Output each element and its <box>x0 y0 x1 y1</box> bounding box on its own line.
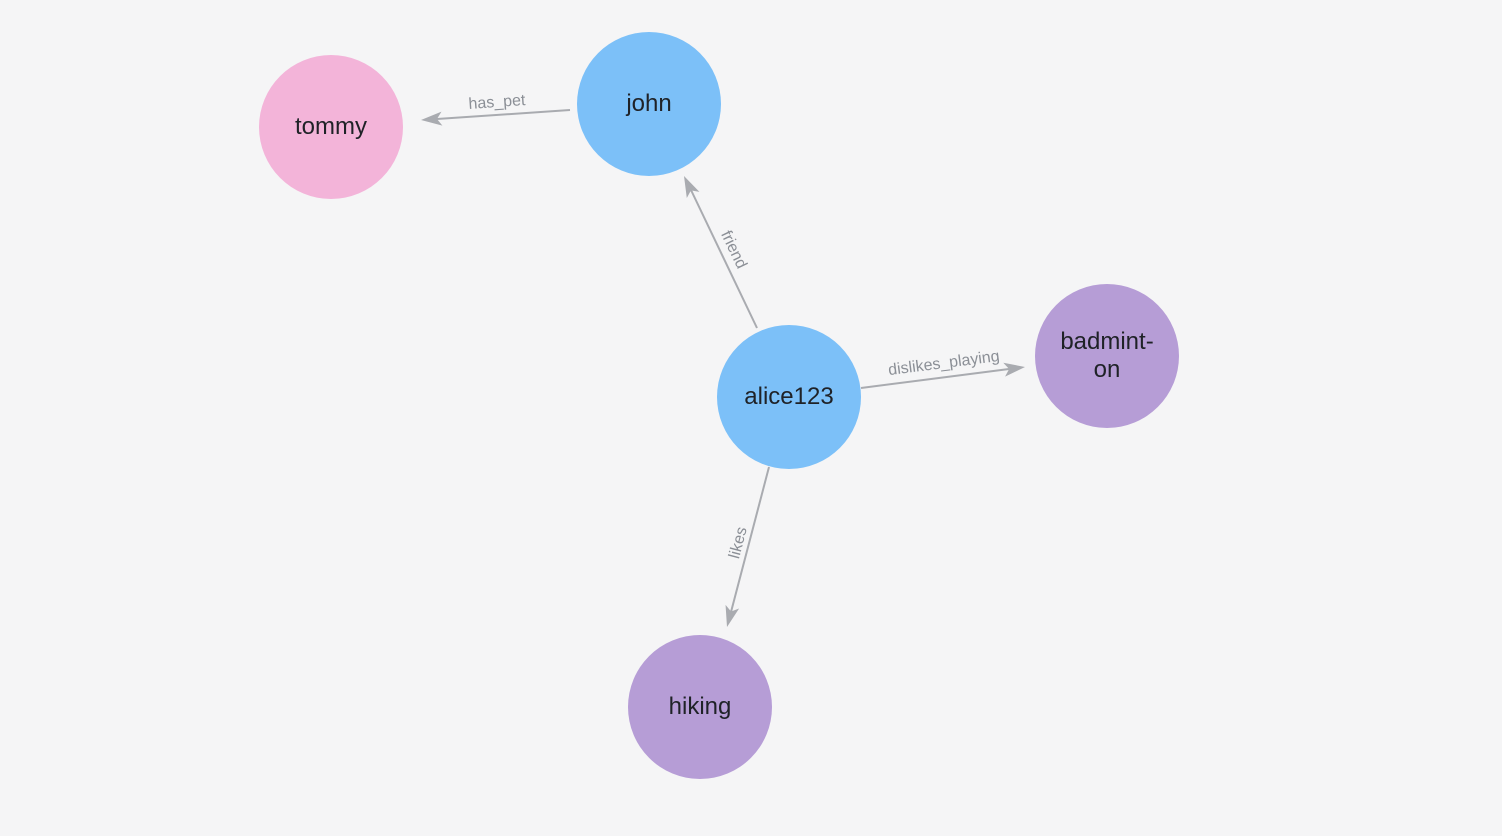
edge-label-has-pet[interactable]: has_pet <box>467 92 526 113</box>
node-badminton-label: badmint- on <box>1060 328 1154 383</box>
node-tommy[interactable]: tommy <box>259 55 403 199</box>
arrowhead-icon <box>725 604 740 627</box>
node-john[interactable]: john <box>577 32 721 176</box>
arrowhead-icon <box>684 176 700 198</box>
edge-label-dislikes-playing[interactable]: dislikes_playing <box>887 347 1001 380</box>
node-hiking[interactable]: hiking <box>628 635 772 779</box>
edge-friend[interactable] <box>678 173 758 329</box>
node-badminton[interactable]: badmint- on <box>1035 284 1179 428</box>
edge-label-friend[interactable]: friend <box>717 228 750 272</box>
edge-has-pet[interactable] <box>421 109 571 127</box>
node-john-label: john <box>626 90 672 118</box>
node-alice123-label: alice123 <box>744 383 834 411</box>
node-hiking-label: hiking <box>668 693 732 721</box>
node-alice123[interactable]: alice123 <box>717 325 861 469</box>
edge-label-likes[interactable]: likes <box>726 525 751 561</box>
node-tommy-label: tommy <box>295 113 367 141</box>
